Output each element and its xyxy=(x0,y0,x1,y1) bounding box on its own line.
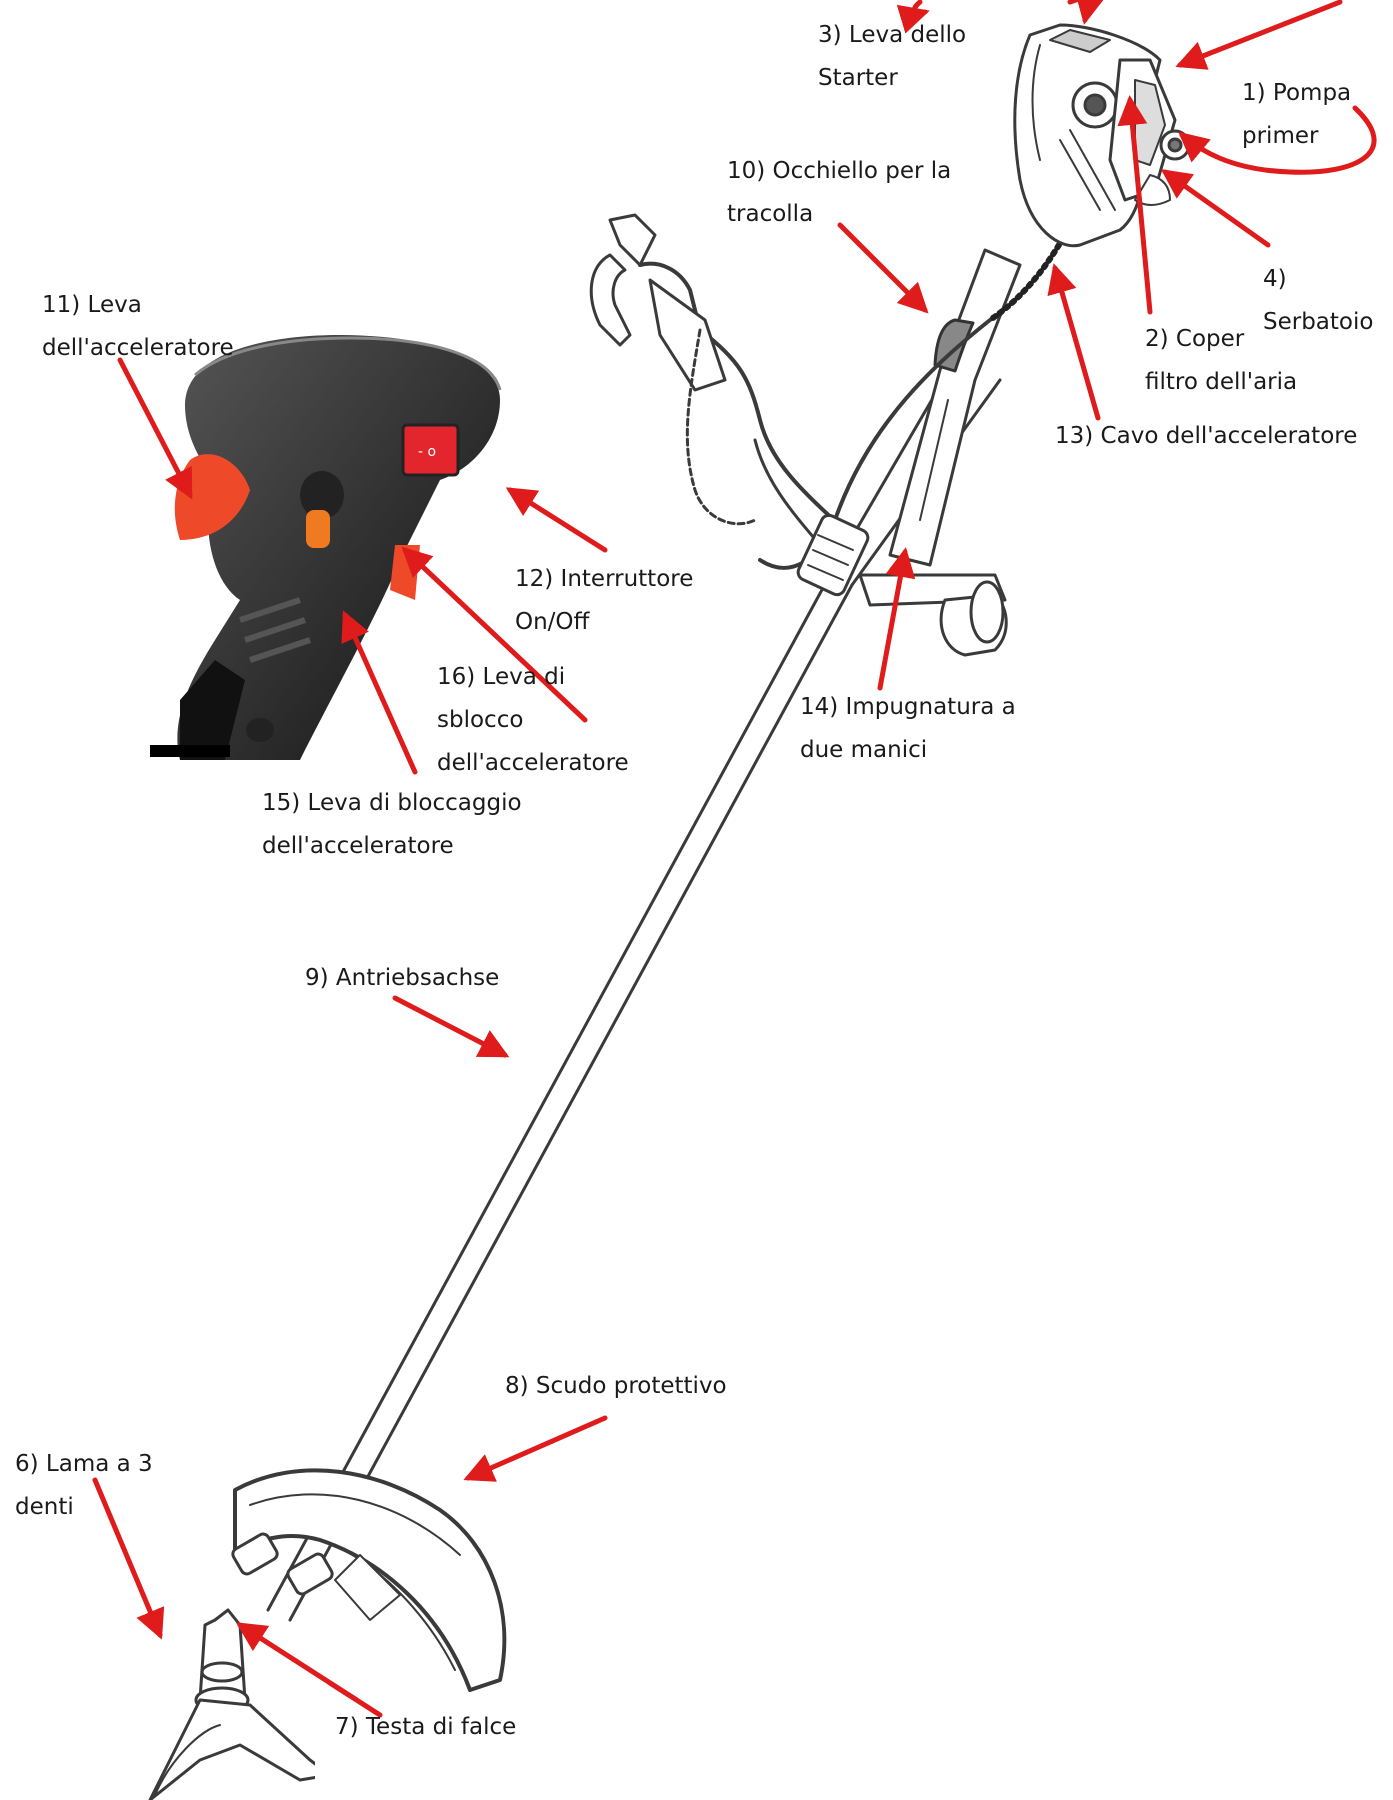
label-scudo-protettivo: 8) Scudo protettivo xyxy=(505,1365,727,1408)
arrow-8-scudo xyxy=(468,1418,605,1478)
label-cavo-acceleratore: 13) Cavo dell'acceleratore xyxy=(1055,415,1357,458)
label-testa-falce: 7) Testa di falce xyxy=(335,1706,516,1749)
arrow-14-impugnatura xyxy=(880,552,905,688)
arrow-top-right xyxy=(1180,2,1340,65)
arrow-3-leva-starter xyxy=(915,2,925,13)
label-leva-sblocco: 16) Leva di sblocco dell'acceleratore xyxy=(437,656,629,785)
label-impugnatura: 14) Impugnatura a due manici xyxy=(800,686,1016,772)
arrow-10-occhiello xyxy=(840,225,925,310)
label-leva-starter: 3) Leva dello Starter xyxy=(818,14,966,100)
engine-drawing xyxy=(1015,25,1189,246)
arrow-12-interruttore xyxy=(510,490,605,550)
label-serbatoio: 4) Serbatoio xyxy=(1263,258,1373,344)
label-pompa-primer: 1) Pompa primer xyxy=(1242,72,1351,158)
arrow-13-cavo xyxy=(1055,268,1098,418)
label-antriebsachse: 9) Antriebsachse xyxy=(305,957,499,1000)
label-interruttore: 12) Interruttore On/Off xyxy=(515,558,693,644)
label-leva-bloccaggio: 15) Leva di bloccaggio dell'acceleratore xyxy=(262,782,522,868)
arrow-top-engine xyxy=(1070,0,1090,20)
brushcutter-drawing xyxy=(150,25,1189,1800)
blade-drawing xyxy=(150,1610,330,1800)
arrow-11-leva xyxy=(120,360,190,495)
arrow-4-serbatoio xyxy=(1165,172,1268,245)
arrow-15-bloccaggio xyxy=(345,615,415,772)
label-leva-acceleratore: 11) Leva dell'acceleratore xyxy=(42,284,234,370)
svg-text:- o: - o xyxy=(418,444,436,460)
label-lama-3-denti: 6) Lama a 3 denti xyxy=(15,1443,153,1529)
arrow-9-antriebsachse xyxy=(395,998,505,1055)
guard-drawing xyxy=(231,1470,505,1690)
label-occhiello-tracolla: 10) Occhiello per la tracolla xyxy=(727,150,951,236)
